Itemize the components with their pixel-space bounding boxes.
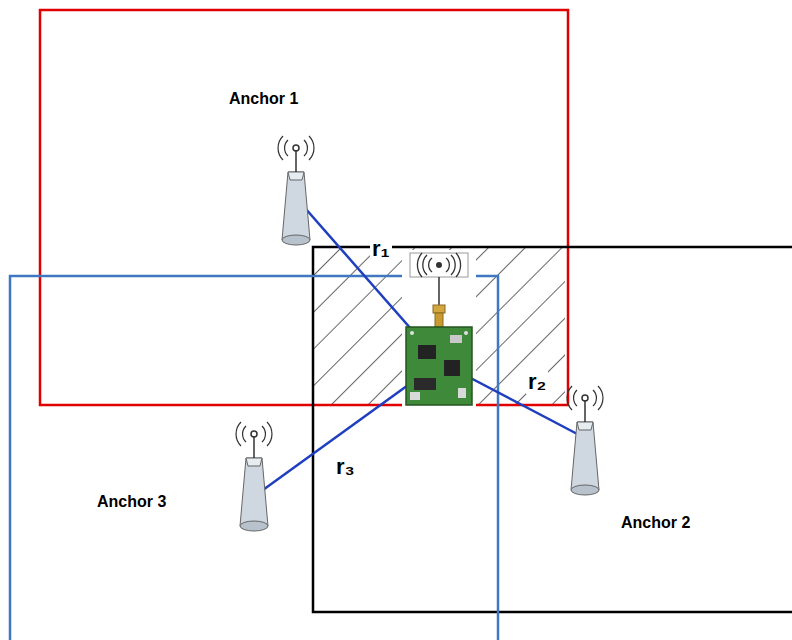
anchor-antenna: [567, 386, 603, 495]
tag-device: [406, 253, 472, 405]
range-label: r₁: [370, 237, 392, 261]
anchor3-range: [10, 276, 498, 640]
anchor2-range: [313, 247, 792, 612]
range-label: r₂: [526, 370, 548, 394]
anchor-antenna: [278, 136, 314, 245]
hatched-overlap: [313, 247, 565, 405]
anchor-antenna: [236, 422, 272, 531]
anchor1-range: [40, 10, 568, 405]
range-label: r₃: [334, 455, 357, 479]
anchor-name: Anchor 1: [229, 90, 298, 108]
anchor-name: Anchor 3: [97, 493, 166, 511]
device-backing: [402, 250, 476, 408]
anchor-name: Anchor 2: [621, 514, 690, 532]
